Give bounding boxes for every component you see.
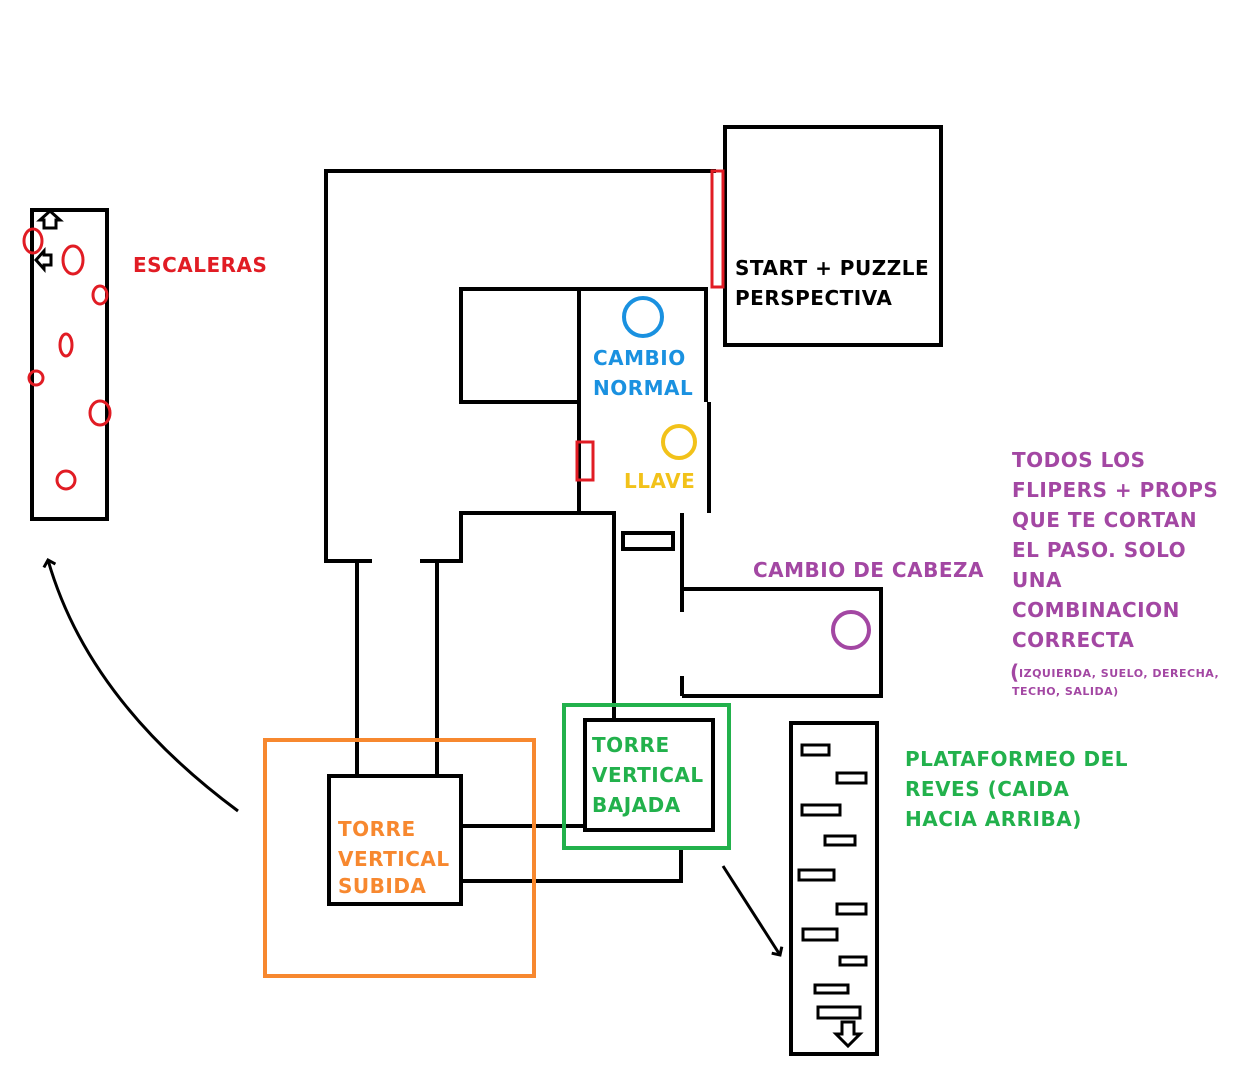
left-arrow-icon [33, 247, 53, 273]
start-room [723, 125, 943, 347]
cambio-normal-marker [622, 296, 664, 338]
escaleras-label: ESCALERAS [133, 253, 267, 277]
platform [800, 743, 831, 757]
llave-marker [661, 424, 697, 460]
svg-text:VERTICAL: VERTICAL [592, 763, 704, 787]
llave-label: LLAVE [624, 469, 695, 493]
platform [800, 803, 842, 817]
flipers-line: EL PASO. SOLO [1012, 538, 1186, 562]
torre-subida-room [327, 774, 463, 906]
door-llave [575, 440, 595, 482]
platform [813, 983, 850, 995]
cambio-cabeza-label: CAMBIO DE CABEZA [753, 558, 984, 582]
cambio-normal-label-2: NORMAL [593, 376, 693, 400]
platform [835, 902, 868, 916]
svg-text:PLATAFORMEO DEL: PLATAFORMEO DEL [905, 747, 1128, 771]
door-start [710, 169, 725, 289]
flipers-line: COMBINACION [1012, 598, 1180, 622]
torre-subida-label: TORRE VERTICAL SUBIDA [338, 817, 450, 898]
platform [801, 927, 839, 942]
step-marker [27, 369, 45, 387]
escaleras-panel [22, 208, 112, 521]
plataformeo-panel [789, 721, 879, 1056]
flipers-paren: ( [1010, 660, 1020, 684]
flipers-line: UNA [1012, 568, 1062, 592]
flipers-line: TODOS LOS [1012, 448, 1146, 472]
up-arrow-icon [36, 208, 64, 230]
arrow-to-plataformeo [721, 865, 780, 955]
torre-bajada-label: TORRE VERTICAL BAJADA [592, 733, 704, 817]
plataformeo-label: PLATAFORMEO DEL REVES (CAIDA HACIA ARRIB… [905, 747, 1128, 831]
platform [823, 834, 857, 847]
torre-subida-frame [263, 738, 536, 978]
flipers-line: CORRECTA [1012, 628, 1134, 652]
cambio-cabeza-room [682, 587, 883, 698]
flipers-small-line: IZQUIERDA, SUELO, DERECHA, [1019, 667, 1219, 680]
step-marker [88, 399, 112, 427]
svg-text:HACIA ARRIBA): HACIA ARRIBA) [905, 807, 1082, 831]
svg-text:REVES (CAIDA: REVES (CAIDA [905, 777, 1069, 801]
svg-text:BAJADA: BAJADA [592, 793, 681, 817]
flipers-line: QUE TE CORTAN [1012, 508, 1197, 532]
platform [797, 868, 836, 882]
start-label-line1: START + PUZZLE [735, 256, 929, 280]
step-marker [55, 469, 77, 491]
flipers-note: TODOS LOS FLIPERS + PROPS QUE TE CORTAN … [1010, 448, 1219, 698]
step-marker [61, 244, 85, 276]
torre-bajada-frame [562, 703, 731, 850]
svg-text:TORRE: TORRE [592, 733, 670, 757]
cambio-cabeza-marker [831, 610, 871, 650]
arrow-to-escaleras [48, 560, 239, 813]
platform [835, 771, 868, 785]
step-marker [91, 284, 109, 306]
platform [816, 1005, 862, 1020]
step-marker [58, 332, 74, 358]
torre-bajada-room [583, 718, 715, 832]
svg-text:VERTICAL: VERTICAL [338, 847, 450, 871]
down-arrow-icon [832, 1020, 864, 1049]
svg-text:TORRE: TORRE [338, 817, 416, 841]
platform [838, 955, 868, 967]
cambio-normal-label-1: CAMBIO [593, 346, 686, 370]
svg-text:SUBIDA: SUBIDA [338, 874, 426, 898]
start-label-line2: PERSPECTIVA [735, 286, 892, 310]
flipers-line: FLIPERS + PROPS [1012, 478, 1218, 502]
step-marker [22, 227, 44, 255]
flipers-small-line: TECHO, SALIDA) [1012, 685, 1119, 698]
flipper-prop [621, 531, 675, 551]
